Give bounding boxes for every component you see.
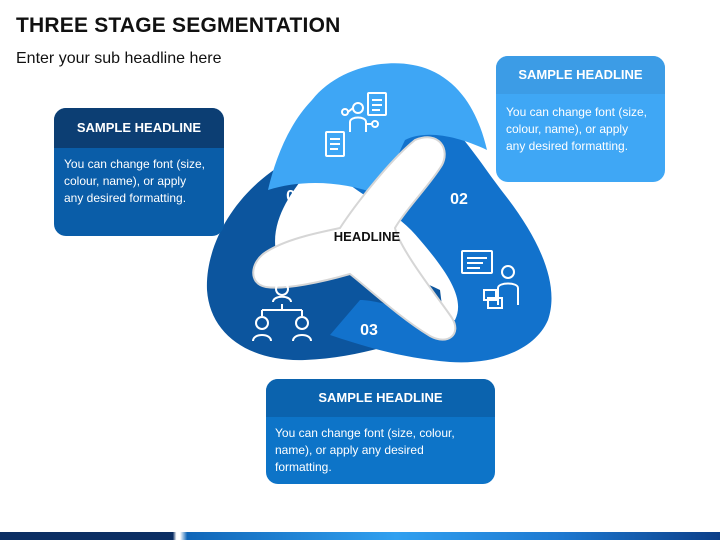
page-subtitle: Enter your sub headline here: [16, 50, 222, 67]
card-stage-bottom: SAMPLE HEADLINE You can change font (siz…: [266, 379, 495, 484]
card-bottom-line: formatting.: [275, 460, 332, 474]
card-stage-right: SAMPLE HEADLINE You can change font (siz…: [496, 56, 665, 182]
card-bottom-headline: SAMPLE HEADLINE: [266, 379, 495, 417]
card-left-line: colour, name), or apply: [64, 174, 187, 188]
card-right-headline: SAMPLE HEADLINE: [496, 56, 665, 94]
card-left-line: You can change font (size,: [64, 157, 205, 171]
footer-accent-bar: [0, 532, 720, 540]
card-bottom-body: You can change font (size, colour, name)…: [266, 417, 495, 476]
presentation-icon: [461, 250, 519, 309]
card-left-line: any desired formatting.: [64, 191, 187, 205]
stage-03-number: 03: [360, 322, 378, 339]
center-propeller: [252, 136, 457, 341]
card-left-headline: SAMPLE HEADLINE: [54, 108, 224, 148]
card-right-line: colour, name), or apply: [506, 122, 629, 136]
stage-02-number: 02: [450, 191, 468, 208]
stage-01-number: 01: [286, 188, 304, 205]
hierarchy-icon: [252, 282, 312, 342]
card-right-line: any desired formatting.: [506, 139, 629, 153]
card-stage-left: SAMPLE HEADLINE You can change font (siz…: [54, 108, 224, 236]
card-right-body: You can change font (size, colour, name)…: [496, 94, 665, 155]
card-left-body: You can change font (size, colour, name)…: [54, 148, 224, 207]
card-right-line: You can change font (size,: [506, 105, 647, 119]
page-title: THREE STAGE SEGMENTATION: [16, 14, 341, 37]
center-label: HEADLINE: [334, 229, 401, 244]
card-bottom-line: You can change font (size, colour,: [275, 426, 455, 440]
card-bottom-line: name), or apply any desired: [275, 443, 424, 457]
stage-01-lobe: [268, 63, 487, 195]
workflow-icon: [325, 92, 387, 157]
